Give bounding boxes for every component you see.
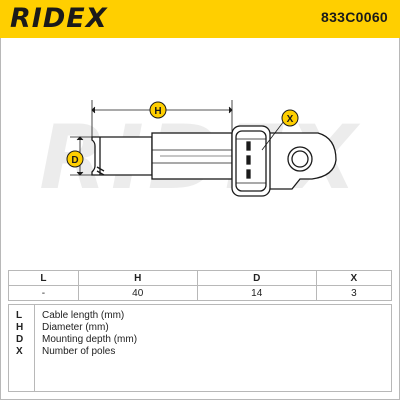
value-h: 40	[77, 285, 198, 301]
legend-label: Number of poles	[42, 346, 116, 357]
spec-table: L H D X - 40 14 3	[8, 270, 393, 301]
column-header-x: X	[315, 270, 393, 286]
sensor-tip	[91, 136, 153, 176]
connector-pin	[246, 155, 251, 165]
callout-x: X	[287, 114, 294, 125]
connector-pin	[246, 141, 251, 151]
sensor-body	[91, 125, 337, 197]
column-header-l: L	[8, 270, 79, 286]
spec-table-header-row: L H D X	[8, 270, 393, 286]
header-bar: RIDEX 833C0060	[0, 0, 400, 38]
connector-pin	[246, 169, 251, 179]
column-header-d: D	[196, 270, 317, 286]
technical-drawing: RIDEX H	[39, 100, 357, 209]
legend: L Cable length (mm) H Diameter (mm) D Mo…	[8, 304, 392, 392]
part-number: 833C0060	[320, 9, 388, 25]
spec-table-value-row: - 40 14 3	[8, 285, 393, 301]
value-d: 14	[196, 285, 317, 301]
dimension-h	[91, 100, 233, 137]
value-x: 3	[315, 285, 393, 301]
legend-label: Mounting depth (mm)	[42, 334, 138, 345]
callout-x-leader	[261, 120, 285, 151]
callout-h: H	[154, 106, 161, 117]
legend-key: X	[16, 346, 23, 357]
callout-d-badge	[66, 150, 84, 168]
brand-logo: RIDEX	[10, 3, 108, 34]
legend-key: D	[16, 334, 24, 345]
callout-d: D	[71, 155, 78, 166]
callout-h-badge	[149, 101, 167, 119]
legend-label: Cable length (mm)	[42, 310, 125, 321]
legend-key: H	[16, 322, 24, 333]
legend-label: Diameter (mm)	[42, 322, 109, 333]
column-header-h: H	[77, 270, 198, 286]
callout-x-badge	[281, 109, 299, 127]
legend-divider	[34, 305, 35, 391]
value-l: -	[8, 285, 79, 301]
legend-key: L	[16, 310, 23, 321]
